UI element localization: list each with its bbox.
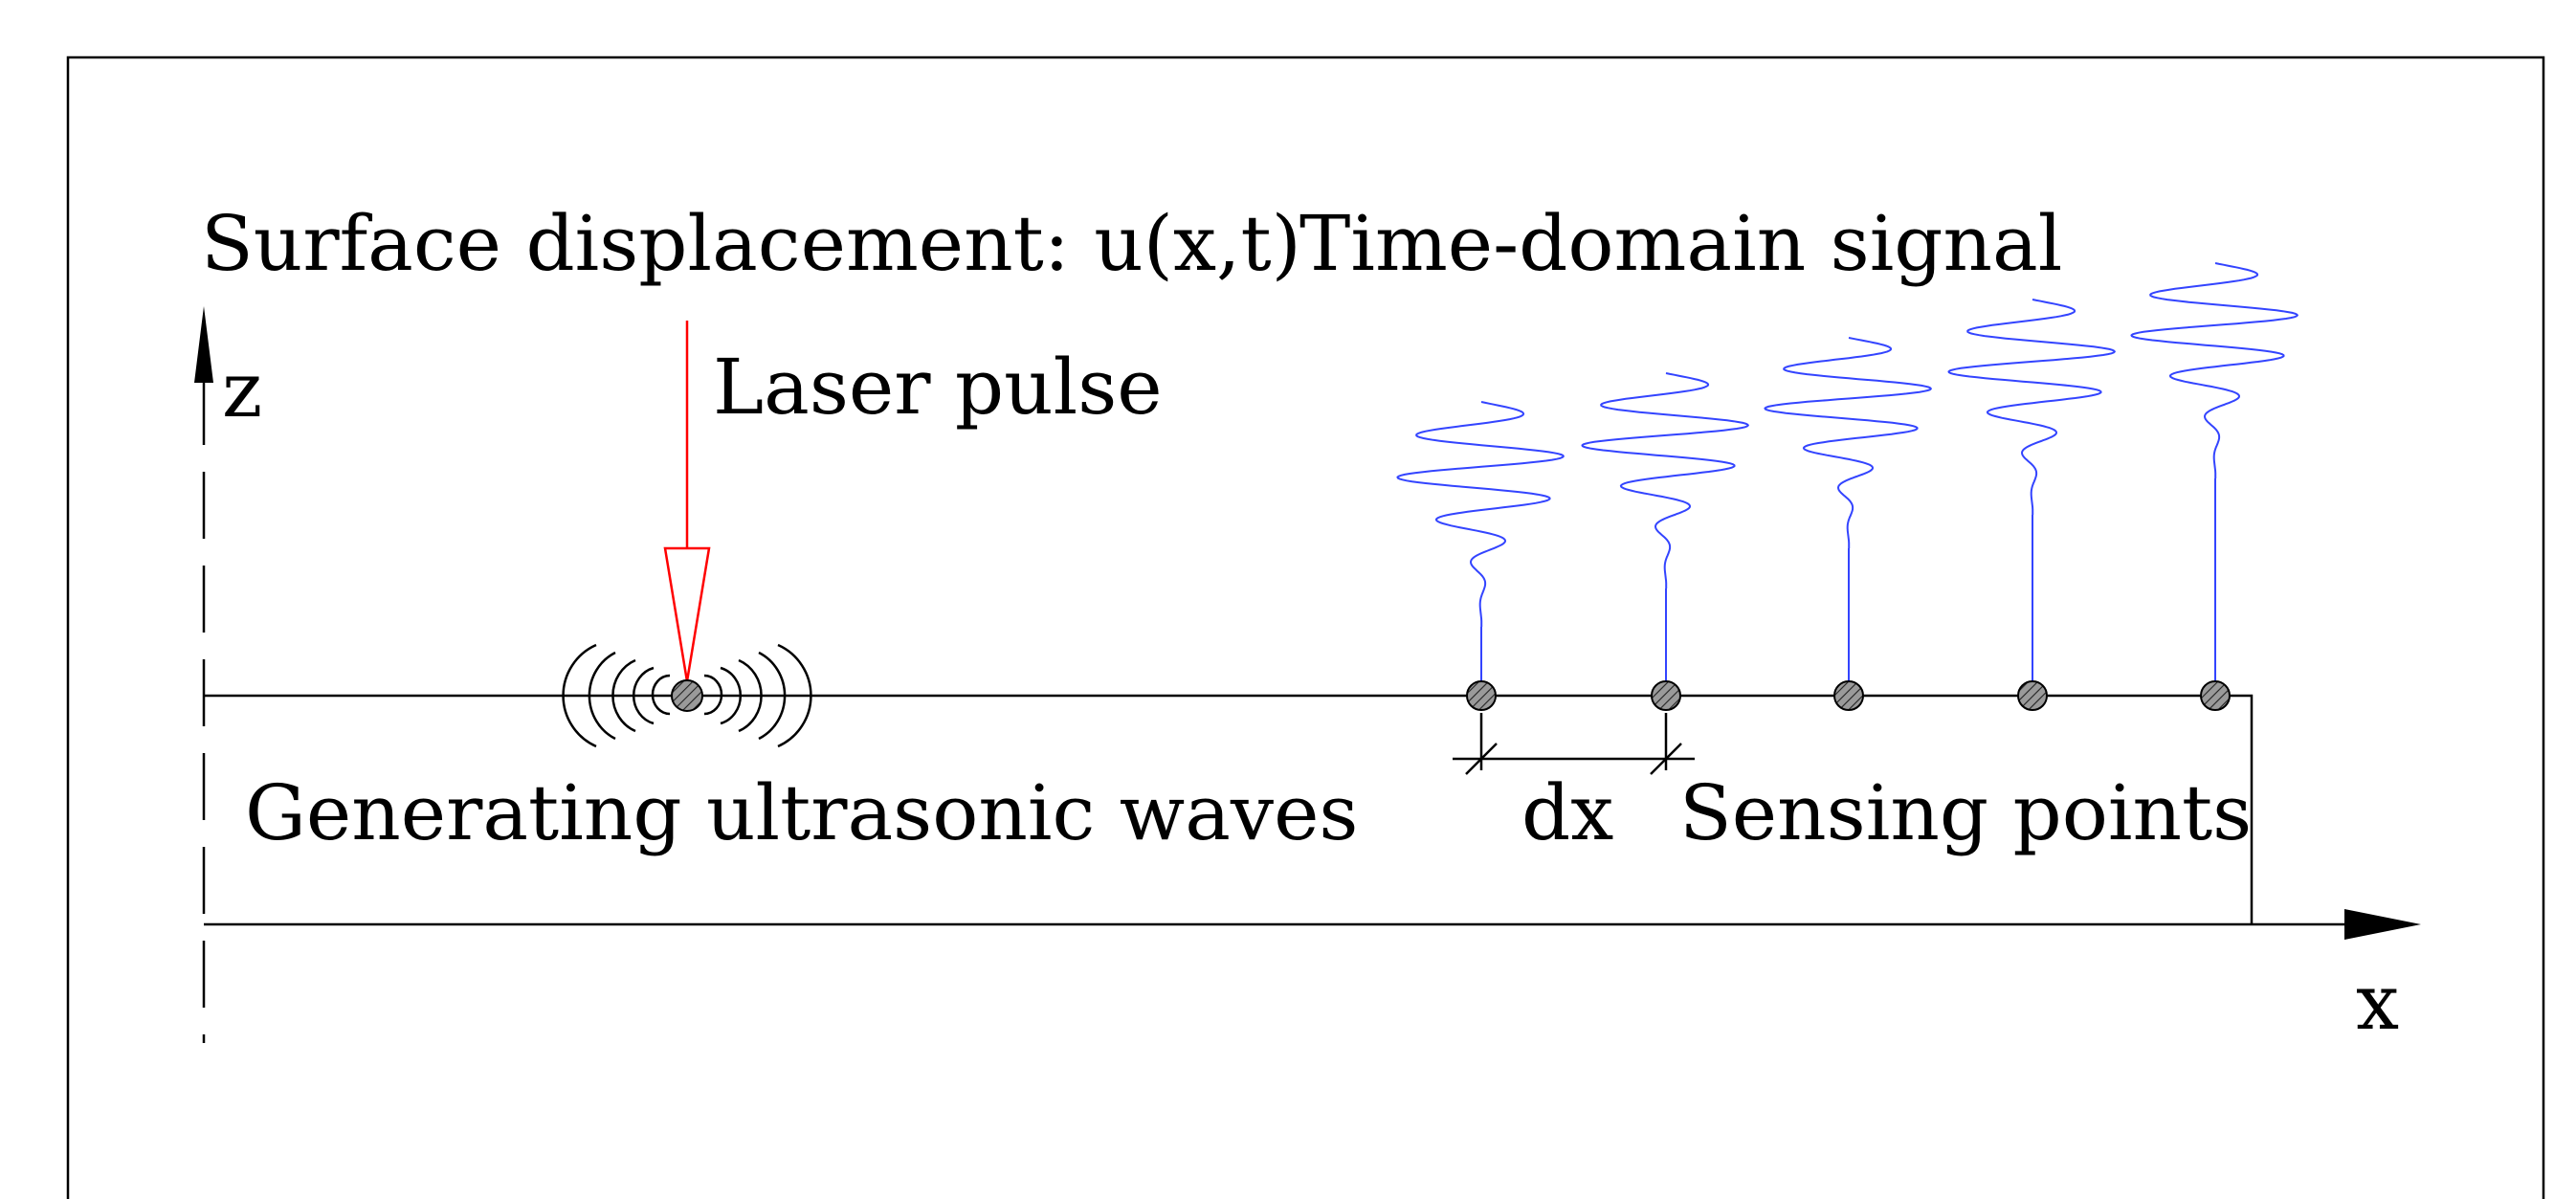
z-axis-label: z <box>222 345 262 434</box>
sensing-point <box>1466 680 1497 711</box>
laser-pulse-label: Laser pulse <box>713 343 1163 432</box>
sensing-point <box>2017 680 2048 711</box>
time-domain-signal-wave <box>2130 262 2299 478</box>
sensing-point <box>1833 680 1864 711</box>
generating-waves-label: Generating ultrasonic waves <box>245 768 1358 857</box>
x-axis-label: x <box>2356 958 2399 1047</box>
sensing-points-group <box>1396 262 2299 711</box>
source-point <box>671 679 703 712</box>
surface-displacement-label: Surface displacement: u(x,t) <box>201 199 1301 288</box>
x-axis-arrow <box>2344 909 2421 940</box>
time-domain-signal-label: Time-domain signal <box>1299 199 2062 288</box>
specimen-outline <box>204 694 2254 924</box>
time-domain-signal-wave <box>1396 401 1565 627</box>
time-domain-signal-wave <box>1581 372 1750 588</box>
laser-pulse-arrow <box>663 321 711 682</box>
frame <box>66 56 2545 1199</box>
time-domain-signal-wave <box>1764 337 1933 548</box>
sensing-point <box>2200 680 2231 711</box>
dx-dimension <box>1453 713 1695 775</box>
dx-label: dx <box>1521 768 1613 857</box>
sensing-points-label: Sensing points <box>1679 768 2252 857</box>
wave-source <box>562 643 812 748</box>
z-axis-arrow <box>194 306 213 383</box>
sensing-point <box>1651 680 1681 711</box>
time-domain-signal-wave <box>1947 299 2117 515</box>
